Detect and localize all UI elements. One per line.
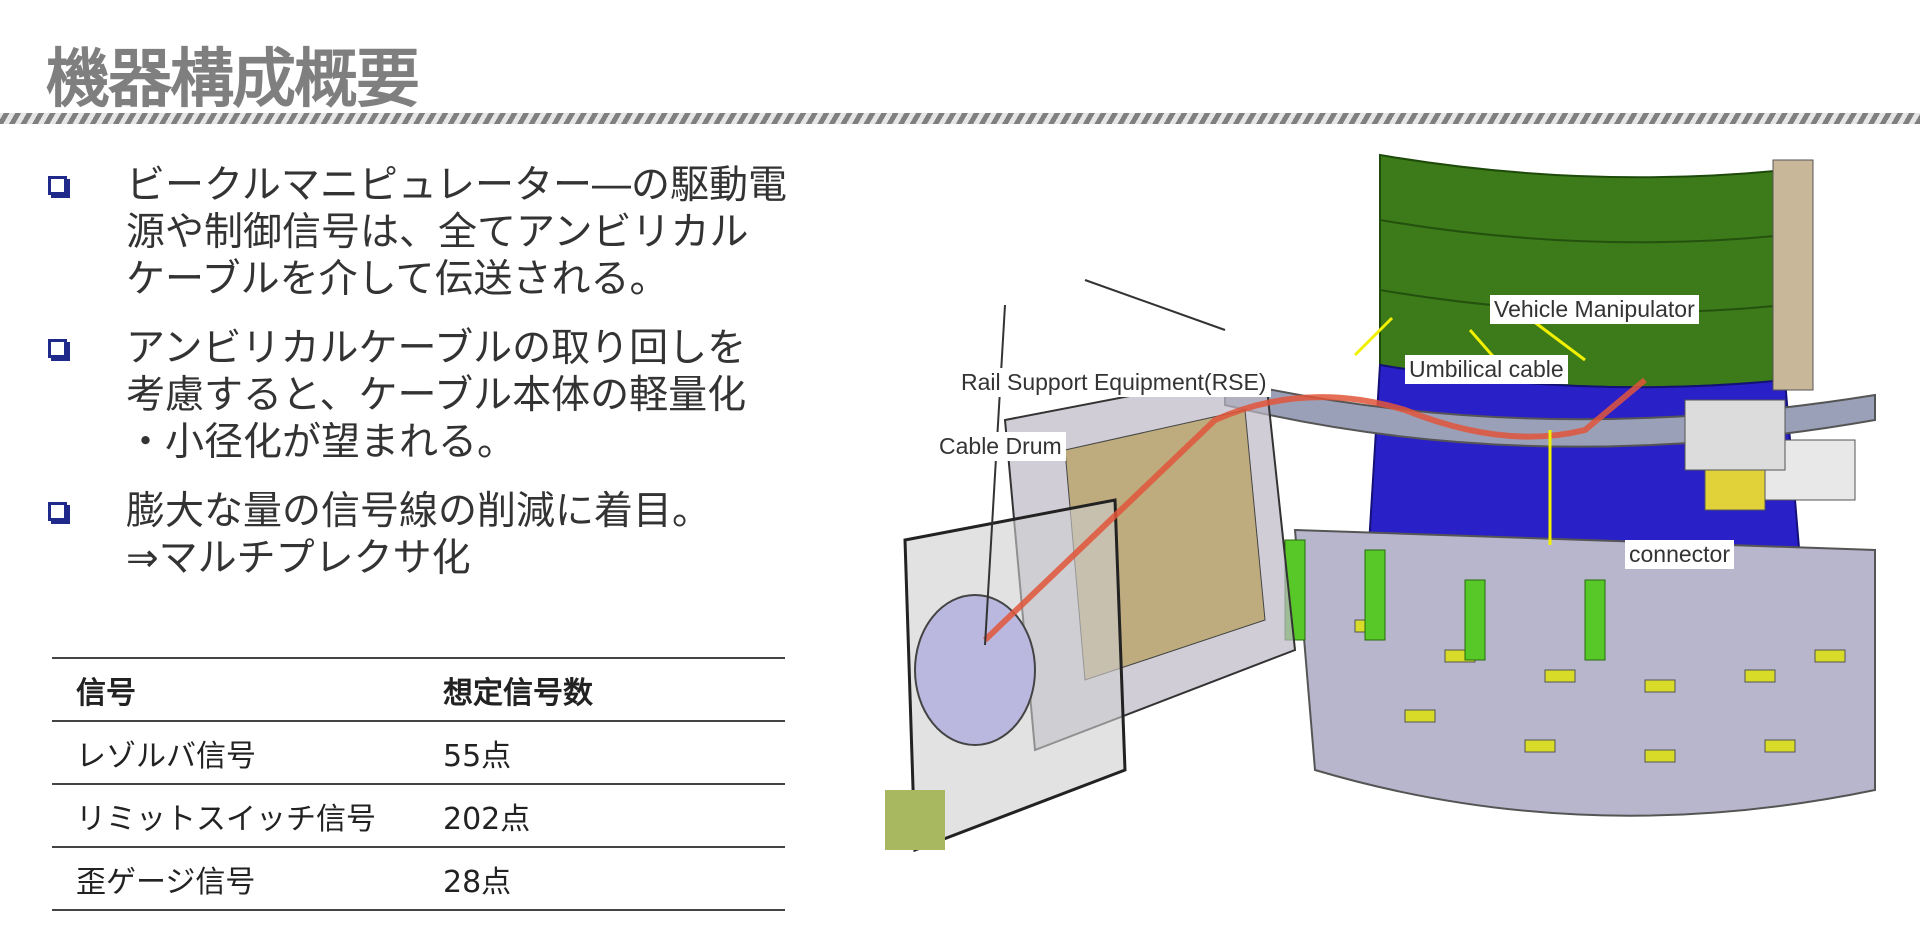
label-rse: Rail Support Equipment(RSE) [957, 368, 1271, 397]
label-vehicle-manipulator: Vehicle Manipulator [1490, 295, 1699, 324]
umbilical-cable [982, 377, 1647, 643]
bullet-text: アンビリカルケーブルの取り回しを [126, 326, 747, 371]
bullet-list: ビークルマニピュレーター―の駆動電 源や制御信号は、全てアンビリカル ケーブルを… [44, 162, 804, 604]
cell-count: 55点 [443, 720, 785, 785]
signal-table: 信号 想定信号数 レゾルバ信号 55点 リミットスイッチ信号 202点 歪ゲージ… [52, 657, 785, 911]
cell-count: 28点 [443, 846, 785, 911]
header-signal: 信号 [52, 657, 443, 722]
umbilical-pointer [1353, 316, 1394, 357]
cell-signal: レゾルバ信号 [52, 720, 443, 785]
table-row: リミットスイッチ信号 202点 [52, 783, 785, 848]
bullet-text: 考慮すると、ケーブル本体の軽量化 [126, 373, 747, 418]
bullet-text: ・小径化が望まれる。 [126, 420, 517, 465]
cable-drum [914, 594, 1036, 746]
manipulator-column [1772, 159, 1814, 391]
equipment-cad-figure: Vehicle Manipulator Umbilical cable Rail… [885, 150, 1885, 870]
label-cable-drum: Cable Drum [935, 432, 1066, 461]
vehicle-manipulator [1684, 399, 1786, 471]
header-count: 想定信号数 [443, 657, 785, 722]
label-connector: connector [1625, 540, 1735, 569]
bullet-text: 膨大な量の信号線の削減に着目。 [126, 489, 712, 534]
cad-illustration [885, 153, 1876, 853]
bullet-item: アンビリカルケーブルの取り回しを 考慮すると、ケーブル本体の軽量化 ・小径化が望… [44, 325, 804, 466]
checkbox-bullet-icon [48, 502, 67, 521]
bullet-text: ⇒マルチプレクサ化 [126, 536, 471, 581]
bullet-text: ケーブルを介して伝送される。 [126, 257, 669, 302]
checkbox-bullet-icon [48, 176, 67, 195]
cell-signal: 歪ゲージ信号 [52, 846, 443, 911]
bullet-text: 源や制御信号は、全てアンビリカル [126, 210, 749, 255]
checkbox-bullet-icon [48, 339, 67, 358]
cell-count: 202点 [443, 783, 785, 848]
label-umbilical-cable: Umbilical cable [1405, 355, 1568, 384]
title-divider [0, 113, 1920, 124]
bullet-text: ビークルマニピュレーター―の駆動電 [126, 163, 788, 208]
table-header-row: 信号 想定信号数 [52, 657, 785, 722]
cell-signal: リミットスイッチ信号 [52, 783, 443, 848]
page-title: 機器構成概要 [46, 43, 420, 117]
table-row: 歪ゲージ信号 28点 [52, 846, 785, 911]
bullet-item: ビークルマニピュレーター―の駆動電 源や制御信号は、全てアンビリカル ケーブルを… [44, 162, 804, 303]
bullet-item: 膨大な量の信号線の削減に着目。 ⇒マルチプレクサ化 [44, 488, 804, 582]
lower-port-structures [1293, 528, 1876, 817]
table-row: レゾルバ信号 55点 [52, 720, 785, 785]
green-vessel-section [1379, 153, 1786, 389]
